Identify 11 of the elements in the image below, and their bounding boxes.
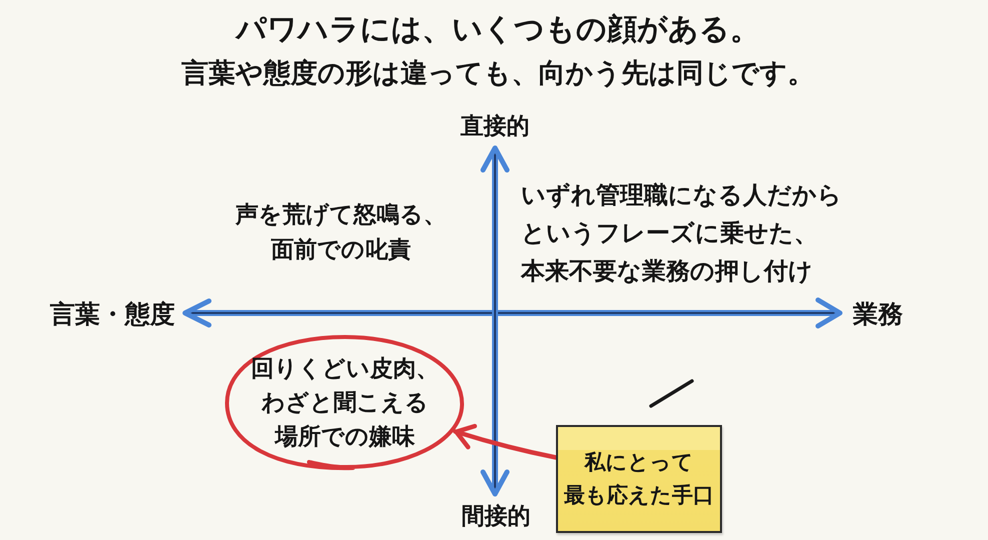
sticky-note: 私にとって最も応えた手口 (556, 425, 722, 533)
axis-label: 間接的 (462, 502, 530, 532)
axis-label: 業務 (853, 298, 903, 330)
quadrant-text: 声を荒げて怒鳴る、面前での叱責 (236, 201, 446, 265)
circled-text: 回りくどい皮肉、わざと聞こえる場所での嫌味 (224, 334, 466, 472)
arrow (452, 424, 558, 460)
axis-label: 直接的 (460, 112, 530, 142)
quadrant-text: いずれ管理職になる人だからというフレーズに乗せた、本来不要な業務の押し付け (521, 180, 842, 287)
subtitle: 言葉や態度の形は違っても、向かう先は同じです。 (182, 57, 814, 91)
axis-label: 言葉・態度 (50, 298, 175, 330)
title: パワハラには、いくつもの顔がある。 (236, 11, 760, 49)
